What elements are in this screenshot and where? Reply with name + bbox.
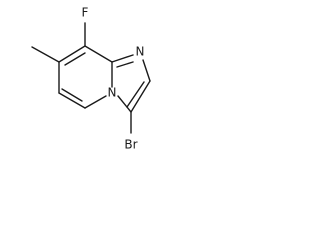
bond-n4-c5 bbox=[84, 95, 107, 109]
imidazole-nitrogen-label: N bbox=[136, 45, 145, 59]
bond-c3-n4 bbox=[117, 95, 132, 113]
bromine-label: Br bbox=[124, 138, 137, 152]
bond-c2-c3 bbox=[130, 80, 151, 113]
bond-c2-c3-inner bbox=[126, 81, 145, 108]
bond-c8-c8a bbox=[84, 45, 113, 63]
bond-c8a-n1-inner bbox=[116, 61, 134, 68]
bond-n1-c2 bbox=[142, 59, 151, 82]
bond-c5-c6 bbox=[58, 92, 86, 109]
bridgehead-nitrogen-label: N bbox=[108, 86, 117, 100]
imidazole-ring bbox=[111, 54, 151, 113]
bond-c5-c6-inner bbox=[61, 88, 83, 102]
bond-c7-c8 bbox=[58, 45, 86, 63]
chemical-structure-diagram: F N N Br bbox=[31, 6, 151, 152]
bond-c7-methyl bbox=[31, 46, 60, 63]
fluorine-label: F bbox=[82, 6, 89, 20]
bond-c8a-n1 bbox=[111, 54, 134, 63]
bond-c7-c8-inner bbox=[64, 52, 86, 66]
pyridine-ring bbox=[58, 45, 113, 109]
